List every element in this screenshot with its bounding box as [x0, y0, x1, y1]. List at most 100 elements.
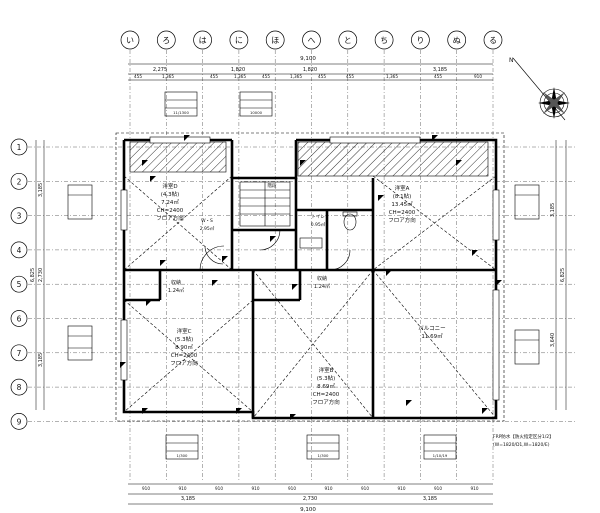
svg-text:ち: ち — [380, 36, 388, 45]
svg-text:FRP防水【防火指定区分1/2】: FRP防水【防火指定区分1/2】 — [493, 433, 554, 440]
svg-text:5: 5 — [17, 280, 22, 289]
left-axis-bubble: 4 — [10, 241, 28, 259]
svg-text:1.24㎡: 1.24㎡ — [168, 287, 184, 294]
storage-right: 収納 1.24㎡ — [314, 275, 330, 290]
dim-bottom-outer: 2,730 — [303, 496, 317, 502]
left-axis-bubble: 9 — [10, 413, 28, 430]
dim-top-inner: 455 — [134, 74, 142, 79]
svg-text:ろ: ろ — [162, 36, 170, 45]
balcony: バルコニー 11.69㎡ — [418, 325, 445, 340]
section-arrow-icon — [290, 414, 296, 420]
svg-text:CH=2400: CH=2400 — [389, 210, 416, 216]
svg-text:8.90㎡: 8.90㎡ — [175, 343, 193, 351]
staircase — [239, 181, 291, 227]
svg-text:ほ: ほ — [271, 36, 279, 45]
windows — [120, 136, 500, 401]
dim-bottom-inner: 910 — [434, 486, 442, 491]
room-western-b: 洋室B (5.3帖) 8.69㎡ CH=2400 フロア方向 — [312, 366, 340, 406]
top-axis-bubble: ぬ — [447, 30, 467, 50]
section-arrow-icon — [496, 280, 502, 286]
top-axis-bubble: へ — [302, 30, 321, 50]
svg-text:1: 1 — [17, 143, 22, 152]
left-axis-bubble: 3 — [10, 207, 28, 224]
left-dim-1: 3,185 — [38, 183, 44, 197]
wc-label: トイレ — [311, 215, 325, 220]
svg-text:CH=2400: CH=2400 — [313, 392, 340, 398]
section-arrow-icon — [120, 362, 126, 368]
svg-text:8: 8 — [17, 383, 22, 392]
svg-text:9: 9 — [17, 417, 22, 426]
left-dim-total: 6,825 — [30, 268, 36, 282]
right-dim-2: 3,640 — [550, 333, 556, 347]
ws-area: 2.95㎡ — [200, 225, 215, 232]
svg-text:フロア方向: フロア方向 — [388, 216, 416, 224]
svg-text:洋室D: 洋室D — [162, 182, 177, 190]
top-axis-bubbles: いろはにほへとちりぬる — [120, 30, 503, 50]
svg-text:1/300: 1/300 — [318, 453, 330, 458]
top-axis-bubble: い — [120, 30, 140, 50]
section-arrow-icon — [236, 408, 242, 414]
section-arrow-icon — [142, 160, 148, 166]
grid-lines — [28, 50, 575, 480]
dim-top-inner: 910 — [474, 74, 482, 79]
storage-left: 収納 1.24㎡ — [168, 279, 184, 294]
dim-top-total: 9,100 — [300, 56, 316, 62]
svg-text:7: 7 — [17, 349, 22, 358]
svg-text:洋室B: 洋室B — [319, 366, 334, 374]
svg-text:7.24㎡: 7.24㎡ — [161, 198, 179, 206]
ws-label: W・S — [201, 218, 213, 224]
top-axis-bubble: に — [229, 30, 249, 50]
section-arrow-icon — [378, 195, 384, 201]
svg-text:2: 2 — [17, 177, 22, 186]
svg-text:(5.3帖): (5.3帖) — [175, 335, 194, 343]
dim-top-inner: 1,365 — [290, 74, 302, 79]
section-arrow-icon — [406, 400, 412, 406]
spec-tag-bottom-3: 1/10/19 — [423, 434, 457, 460]
section-arrow-icon — [292, 284, 298, 290]
dim-top-inner: 455 — [434, 74, 442, 79]
section-arrows — [120, 135, 502, 420]
svg-text:1/10/19: 1/10/19 — [433, 453, 448, 458]
dim-bottom-inner: 910 — [471, 486, 479, 491]
svg-text:い: い — [126, 36, 134, 45]
dim-top-inner: 1,365 — [386, 74, 398, 79]
svg-text:収納: 収納 — [171, 279, 181, 286]
svg-text:洋室C: 洋室C — [177, 327, 192, 335]
svg-text:洋室A: 洋室A — [395, 184, 410, 192]
dim-bottom-inner: 910 — [288, 486, 296, 491]
section-arrow-icon — [432, 135, 438, 141]
left-axis-bubble: 1 — [10, 138, 28, 156]
site-boundary — [115, 132, 505, 422]
left-axis-bubble: 2 — [10, 172, 28, 190]
svg-text:CH=2400: CH=2400 — [157, 208, 184, 214]
section-arrow-icon — [222, 256, 228, 262]
spec-tag-top-2: 10000 — [239, 91, 273, 117]
right-dim-total: 6,825 — [560, 268, 566, 282]
top-axis-bubble: ほ — [265, 30, 285, 50]
svg-text:8.69㎡: 8.69㎡ — [317, 382, 335, 390]
svg-text:フロア方向: フロア方向 — [170, 359, 198, 367]
section-arrow-icon — [472, 250, 478, 256]
right-dim-1: 3,185 — [550, 203, 556, 217]
svg-text:3: 3 — [17, 212, 22, 221]
spec-tag-top-1: 11/1300 — [164, 91, 198, 117]
svg-text:CH=2400: CH=2400 — [171, 353, 198, 359]
svg-text:(5.3帖): (5.3帖) — [317, 374, 336, 382]
top-axis-bubble: ち — [374, 30, 394, 50]
room-diagonals — [123, 175, 497, 419]
section-arrow-icon — [456, 160, 462, 166]
section-arrow-icon — [146, 300, 152, 306]
svg-text:バルコニー: バルコニー — [418, 325, 445, 332]
dim-top-outer: 2,275 — [153, 67, 167, 73]
svg-text:り: り — [416, 36, 424, 45]
hall-label: 階段 — [268, 182, 277, 189]
left-dim-3: 3,185 — [38, 353, 44, 367]
hatched-roof-right — [298, 142, 488, 176]
dim-bottom-inner: 910 — [398, 486, 406, 491]
room-western-d: 洋室D (4.3帖) 7.24㎡ CH=2400 フロア方向 — [156, 182, 184, 222]
